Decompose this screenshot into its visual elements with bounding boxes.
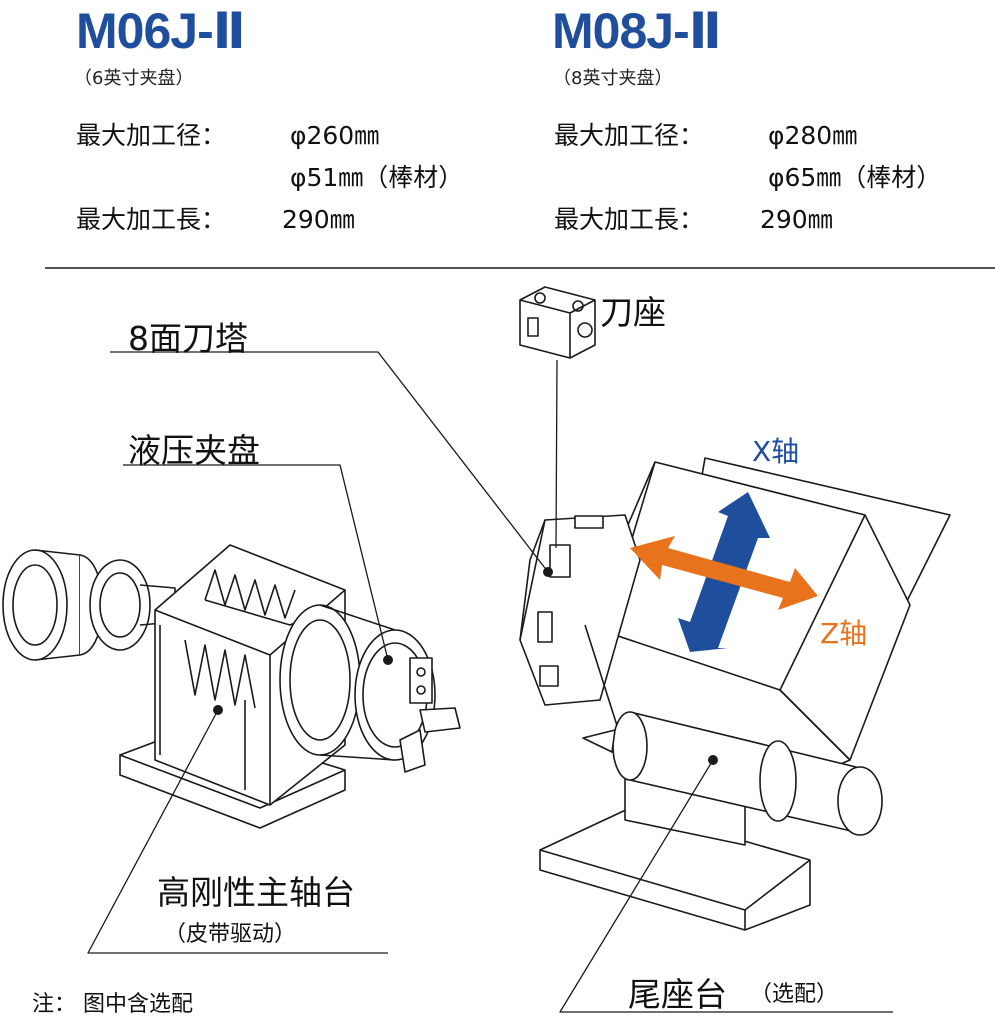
max-diameter-value-left: φ260㎜	[290, 121, 380, 150]
z-axis-arrow	[630, 536, 818, 610]
footnote: 注： 图中含选配	[32, 992, 193, 1017]
label-tailstock: 尾座台	[628, 975, 727, 1014]
label-z-axis: Z轴	[820, 617, 868, 650]
max-diameter-label-left: 最大加工径：	[76, 121, 227, 150]
max-diameter-label-right: 最大加工径：	[554, 121, 705, 150]
max-length-label-right: 最大加工長：	[554, 205, 705, 234]
bar-diameter-value-left: φ51㎜（棒材）	[290, 163, 464, 192]
chuck-size-note-right: （8英寸夹盘）	[553, 68, 673, 89]
spindle-illustration	[2, 544, 461, 829]
max-length-value-left: 290㎜	[282, 205, 355, 234]
model-title-right: M08J-Ⅱ	[552, 3, 722, 59]
max-length-label-left: 最大加工長：	[76, 205, 227, 234]
leader-lines	[87, 351, 893, 1013]
label-x-axis: X轴	[752, 435, 800, 468]
model-title-left: M06J-Ⅱ	[76, 3, 246, 59]
label-spindle: 高刚性主轴台	[157, 873, 355, 912]
bar-diameter-value-right: φ65㎜（棒材）	[768, 163, 942, 192]
label-hydraulic-chuck: 液压夹盘	[128, 431, 260, 470]
label-spindle-note: （皮带驱动）	[164, 922, 297, 947]
label-tailstock-note: （选配）	[750, 982, 839, 1007]
chuck-size-note-left: （6英寸夹盘）	[74, 68, 194, 89]
tool-holder-illustration	[519, 286, 596, 359]
tailstock-illustration	[539, 711, 883, 931]
max-diameter-value-right: φ280㎜	[768, 121, 858, 150]
turret-slide-illustration	[519, 457, 951, 791]
label-tool-holder: 刀座	[600, 293, 666, 332]
label-turret: 8面刀塔	[128, 319, 248, 358]
max-length-value-right: 290㎜	[760, 205, 833, 234]
